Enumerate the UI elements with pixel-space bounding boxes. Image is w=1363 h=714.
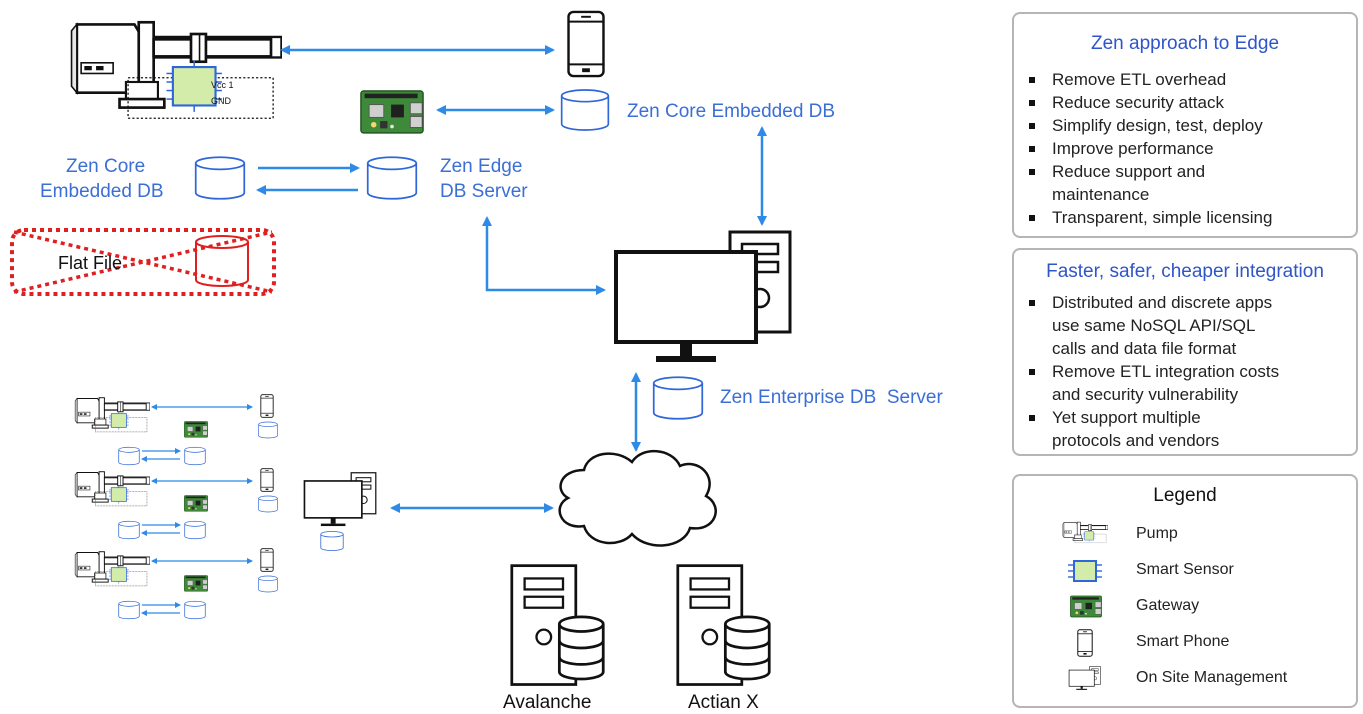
panel-list-item: Reduce support and — [1014, 160, 1356, 183]
panel-list-item: Yet support multiple — [1014, 406, 1356, 429]
avalanche-label: Avalanche — [503, 692, 592, 713]
sensor-pin-label-gnd: GND — [211, 96, 232, 106]
legend-title: Legend — [1153, 485, 1217, 506]
legend-item-label: Gateway — [1136, 597, 1200, 614]
actian-x-server — [676, 564, 771, 686]
legend-item: Pump — [1014, 520, 1356, 552]
site-db-cylinder-small — [320, 530, 344, 552]
panel-list-item: Simplify design, test, deploy — [1014, 114, 1356, 137]
panel-list-item: calls and data file format — [1052, 339, 1237, 358]
panel-list-item: use same NoSQL API/SQL — [1052, 316, 1256, 335]
integration-list: Distributed and discrete apps use same No… — [1014, 291, 1356, 452]
integration-panel: Faster, safer, cheaper integration Distr… — [1012, 248, 1358, 456]
legend-item-label: On Site Management — [1136, 669, 1288, 686]
zen-core-embedded-db-left-cylinder — [194, 156, 246, 200]
gateway-icon — [1070, 595, 1102, 618]
zen-edge-label-line1: Zen Edge — [440, 156, 523, 177]
pump-with-smart-sensor — [69, 20, 282, 120]
arrow-edge-to-enterprise — [482, 216, 606, 295]
panel-list-item: Distributed and discrete apps — [1014, 291, 1356, 314]
panel-list-item: Transparent, simple licensing — [1014, 206, 1356, 229]
legend-item: On Site Management — [1014, 664, 1356, 696]
on-site-management-workstation — [614, 230, 792, 364]
zen-core-left-label-line2: Embedded DB — [40, 181, 164, 202]
legend-item-label: Pump — [1136, 525, 1178, 542]
panel-list-item: Remove ETL overhead — [1014, 68, 1356, 91]
flat-file-crossed-out — [10, 228, 276, 296]
zen-edge-db-server-cylinder — [366, 156, 418, 200]
legend-item: Gateway — [1014, 592, 1356, 624]
sensor-pin-label-vcc: Vcc 1 — [211, 80, 234, 90]
zen-core-left-label-line1: Zen Core — [66, 156, 146, 177]
zen-enterprise-db-cylinder — [652, 376, 704, 420]
on-site-management-icon — [1068, 666, 1101, 691]
panel-list-item: Reduce security attack — [1014, 91, 1356, 114]
site-workstation-small — [303, 471, 377, 527]
legend-item-label: Smart Phone — [1136, 633, 1230, 650]
smart-phone-icon — [1077, 629, 1093, 657]
actian-x-label: Actian X — [688, 692, 759, 713]
panel-list-item: and security vulnerability — [1052, 385, 1239, 404]
flat-file-label: Flat File — [58, 253, 123, 273]
cloud-icon — [558, 449, 717, 547]
diagram-canvas: Vcc 1 GND — [10, 10, 792, 686]
zen-approach-panel: Zen approach to Edge Remove ETL overhead… — [1012, 12, 1358, 238]
site-group — [74, 394, 278, 466]
site-groups — [74, 394, 278, 620]
panel-list-item: protocols and vendors — [1052, 431, 1220, 450]
panel-list-item: Remove ETL integration costs — [1014, 360, 1356, 383]
zen-enterprise-label: Zen Enterprise DB Server — [720, 387, 943, 408]
gateway-top — [360, 90, 424, 134]
smart-phone-top — [567, 10, 605, 78]
legend-item-label: Smart Sensor — [1136, 561, 1234, 578]
smart-sensor-icon — [1068, 560, 1102, 582]
legend-item: Smart Phone — [1014, 628, 1356, 660]
panel-list-item: maintenance — [1052, 185, 1150, 204]
zen-edge-label-line2: DB Server — [440, 181, 528, 202]
legend-item: Smart Sensor — [1014, 556, 1356, 588]
site-group — [74, 548, 278, 620]
panel-list-item: Improve performance — [1014, 137, 1356, 160]
zen-core-embedded-db-right-cylinder — [560, 89, 610, 131]
site-group — [74, 468, 278, 540]
zen-approach-title: Zen approach to Edge — [1090, 33, 1280, 54]
integration-title: Faster, safer, cheaper integration — [1046, 261, 1324, 282]
zen-core-embedded-db-right-label: Zen Core Embedded DB — [627, 101, 836, 122]
pump-icon — [1062, 521, 1108, 544]
avalanche-server — [510, 564, 605, 686]
